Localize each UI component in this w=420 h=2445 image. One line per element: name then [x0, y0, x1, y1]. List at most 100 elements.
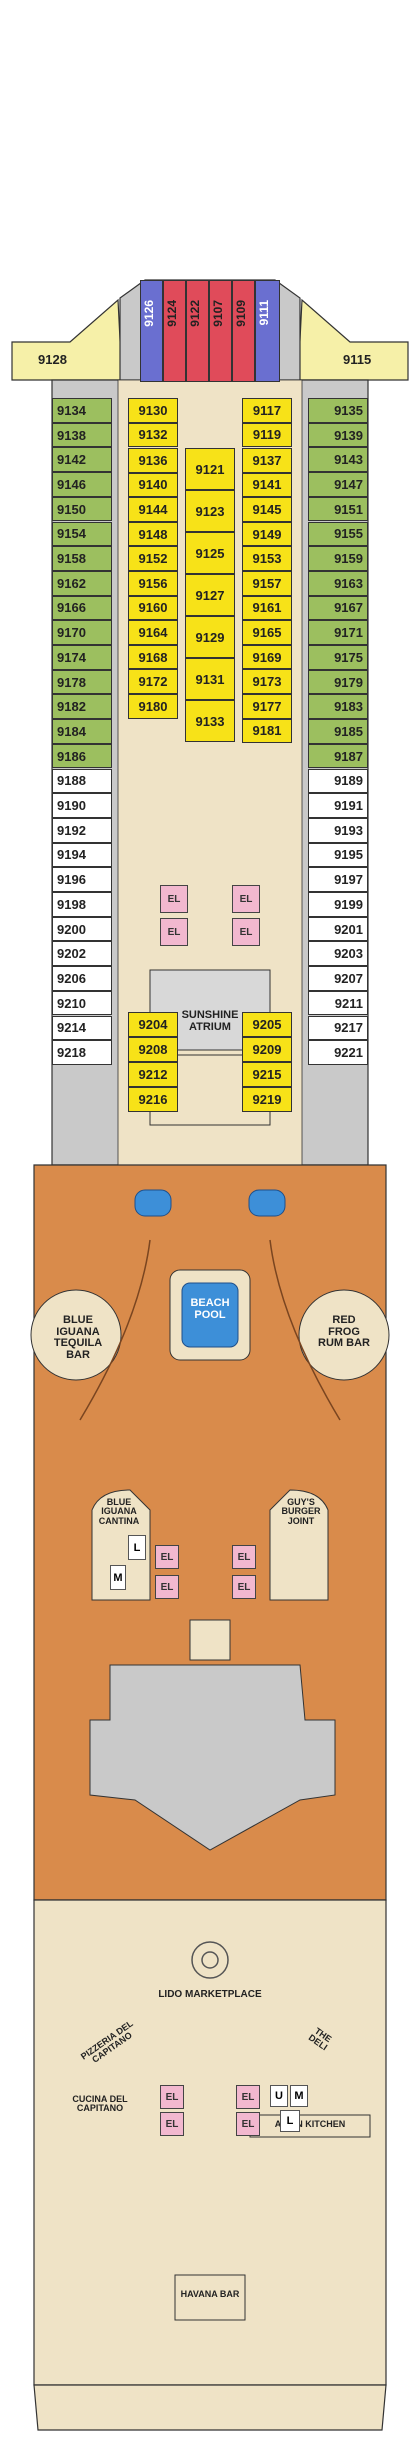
cabin-9121[interactable]: 9121 — [185, 448, 235, 490]
cabin-9166[interactable]: 9166 — [52, 595, 112, 621]
cabin-9162[interactable]: 9162 — [52, 570, 112, 596]
cabin-9193[interactable]: 9193 — [308, 817, 368, 843]
mens-restroom[interactable]: M — [290, 2085, 308, 2107]
cabin-9152[interactable]: 9152 — [128, 546, 178, 571]
elevator[interactable]: EL — [160, 885, 188, 913]
cabin-9134[interactable]: 9134 — [52, 398, 112, 423]
cabin-9164[interactable]: 9164 — [128, 620, 178, 645]
cabin-9171[interactable]: 9171 — [308, 620, 368, 645]
lido-marketplace-label[interactable]: LIDO MARKETPLACE — [158, 1989, 262, 2000]
cabin-9150[interactable]: 9150 — [52, 496, 112, 522]
cabin-9178[interactable]: 9178 — [52, 669, 112, 695]
cabin-9119[interactable]: 9119 — [242, 422, 292, 448]
cabin-9163[interactable]: 9163 — [308, 570, 368, 596]
cabin-9202[interactable]: 9202 — [52, 941, 112, 967]
cabin-9200[interactable]: 9200 — [52, 916, 112, 942]
cabin-9179[interactable]: 9179 — [308, 669, 368, 695]
ladies-restroom[interactable]: L — [128, 1535, 146, 1560]
red-frog-rum-bar-label[interactable]: RED FROG RUM BAR — [318, 1314, 370, 1350]
cabin-9209[interactable]: 9209 — [242, 1037, 292, 1062]
cabin-9141[interactable]: 9141 — [242, 472, 292, 498]
cabin-9117[interactable]: 9117 — [242, 398, 292, 423]
elevator[interactable]: EL — [236, 2085, 260, 2109]
guys-burger-joint-label[interactable]: GUY'S BURGER JOINT — [281, 1497, 321, 1526]
cabin-9143[interactable]: 9143 — [308, 447, 368, 473]
cabin-9212[interactable]: 9212 — [128, 1062, 178, 1087]
cabin-9131[interactable]: 9131 — [185, 658, 235, 700]
cabin-9182[interactable]: 9182 — [52, 694, 112, 720]
cabin-9183[interactable]: 9183 — [308, 694, 368, 720]
wing-cabin-left[interactable]: 9128 — [38, 352, 67, 367]
cabin-9172[interactable]: 9172 — [128, 669, 178, 694]
cabin-9147[interactable]: 9147 — [308, 472, 368, 497]
cabin-9159[interactable]: 9159 — [308, 546, 368, 571]
cabin-9157[interactable]: 9157 — [242, 571, 292, 596]
elevator[interactable]: EL — [232, 885, 260, 913]
cabin-9165[interactable]: 9165 — [242, 620, 292, 645]
cabin-9148[interactable]: 9148 — [128, 521, 178, 547]
cabin-9173[interactable]: 9173 — [242, 669, 292, 694]
cabin-9139[interactable]: 9139 — [308, 422, 368, 448]
cabin-9151[interactable]: 9151 — [308, 496, 368, 522]
cabin-9185[interactable]: 9185 — [308, 719, 368, 744]
suite-9107[interactable] — [209, 280, 232, 382]
cabin-9191[interactable]: 9191 — [308, 793, 368, 818]
cabin-9132[interactable]: 9132 — [128, 422, 178, 448]
cabin-9195[interactable]: 9195 — [308, 842, 368, 868]
cabin-9170[interactable]: 9170 — [52, 620, 112, 645]
beach-pool-label[interactable]: BEACH POOL — [190, 1297, 230, 1321]
cabin-9208[interactable]: 9208 — [128, 1037, 178, 1062]
suite-9109[interactable] — [232, 280, 255, 382]
blue-iguana-cantina-label[interactable]: BLUE IGUANA CANTINA — [98, 1497, 140, 1526]
cucina-label[interactable]: CUCINA DEL CAPITANO — [72, 2094, 128, 2114]
cabin-9221[interactable]: 9221 — [308, 1040, 368, 1065]
cabin-9156[interactable]: 9156 — [128, 571, 178, 596]
cabin-9196[interactable]: 9196 — [52, 867, 112, 892]
cabin-9130[interactable]: 9130 — [128, 398, 178, 423]
cabin-9217[interactable]: 9217 — [308, 1015, 368, 1041]
cabin-9205[interactable]: 9205 — [242, 1012, 292, 1037]
suite-9111[interactable] — [255, 280, 280, 382]
cabin-9181[interactable]: 9181 — [242, 718, 292, 744]
cabin-9168[interactable]: 9168 — [128, 644, 178, 670]
cabin-9177[interactable]: 9177 — [242, 694, 292, 719]
cabin-9153[interactable]: 9153 — [242, 546, 292, 571]
ladies-restroom[interactable]: L — [280, 2110, 300, 2132]
cabin-9184[interactable]: 9184 — [52, 719, 112, 744]
cabin-9211[interactable]: 9211 — [308, 990, 368, 1016]
cabin-9138[interactable]: 9138 — [52, 422, 112, 448]
cabin-9145[interactable]: 9145 — [242, 497, 292, 522]
cabin-9129[interactable]: 9129 — [185, 616, 235, 658]
cabin-9199[interactable]: 9199 — [308, 892, 368, 917]
cabin-9136[interactable]: 9136 — [128, 448, 178, 473]
elevator[interactable]: EL — [155, 1545, 179, 1569]
cabin-9194[interactable]: 9194 — [52, 842, 112, 868]
suite-9122[interactable] — [186, 280, 209, 382]
wing-cabin-right[interactable]: 9115 — [343, 352, 372, 367]
cabin-9123[interactable]: 9123 — [185, 490, 235, 532]
cabin-9167[interactable]: 9167 — [308, 595, 368, 621]
cabin-9186[interactable]: 9186 — [52, 743, 112, 769]
cabin-9142[interactable]: 9142 — [52, 447, 112, 473]
cabin-9155[interactable]: 9155 — [308, 521, 368, 547]
elevator[interactable]: EL — [160, 2085, 184, 2109]
elevator[interactable]: EL — [232, 918, 260, 946]
cabin-9192[interactable]: 9192 — [52, 817, 112, 843]
blue-iguana-tequila-bar-label[interactable]: BLUE IGUANA TEQUILA BAR — [53, 1314, 103, 1361]
cabin-9210[interactable]: 9210 — [52, 990, 112, 1016]
unisex-restroom[interactable]: U — [270, 2085, 288, 2107]
cabin-9169[interactable]: 9169 — [242, 644, 292, 670]
elevator[interactable]: EL — [160, 918, 188, 946]
elevator[interactable]: EL — [232, 1545, 256, 1569]
cabin-9198[interactable]: 9198 — [52, 892, 112, 917]
cabin-9149[interactable]: 9149 — [242, 521, 292, 547]
cabin-9133[interactable]: 9133 — [185, 700, 235, 742]
suite-9124[interactable] — [163, 280, 186, 382]
asian-kitchen-label[interactable]: ASIAN KITCHEN — [274, 2119, 346, 2129]
cabin-9161[interactable]: 9161 — [242, 595, 292, 621]
mens-restroom[interactable]: M — [110, 1565, 126, 1590]
cabin-9218[interactable]: 9218 — [52, 1040, 112, 1065]
cabin-9174[interactable]: 9174 — [52, 645, 112, 670]
elevator[interactable]: EL — [236, 2112, 260, 2136]
cabin-9175[interactable]: 9175 — [308, 645, 368, 670]
